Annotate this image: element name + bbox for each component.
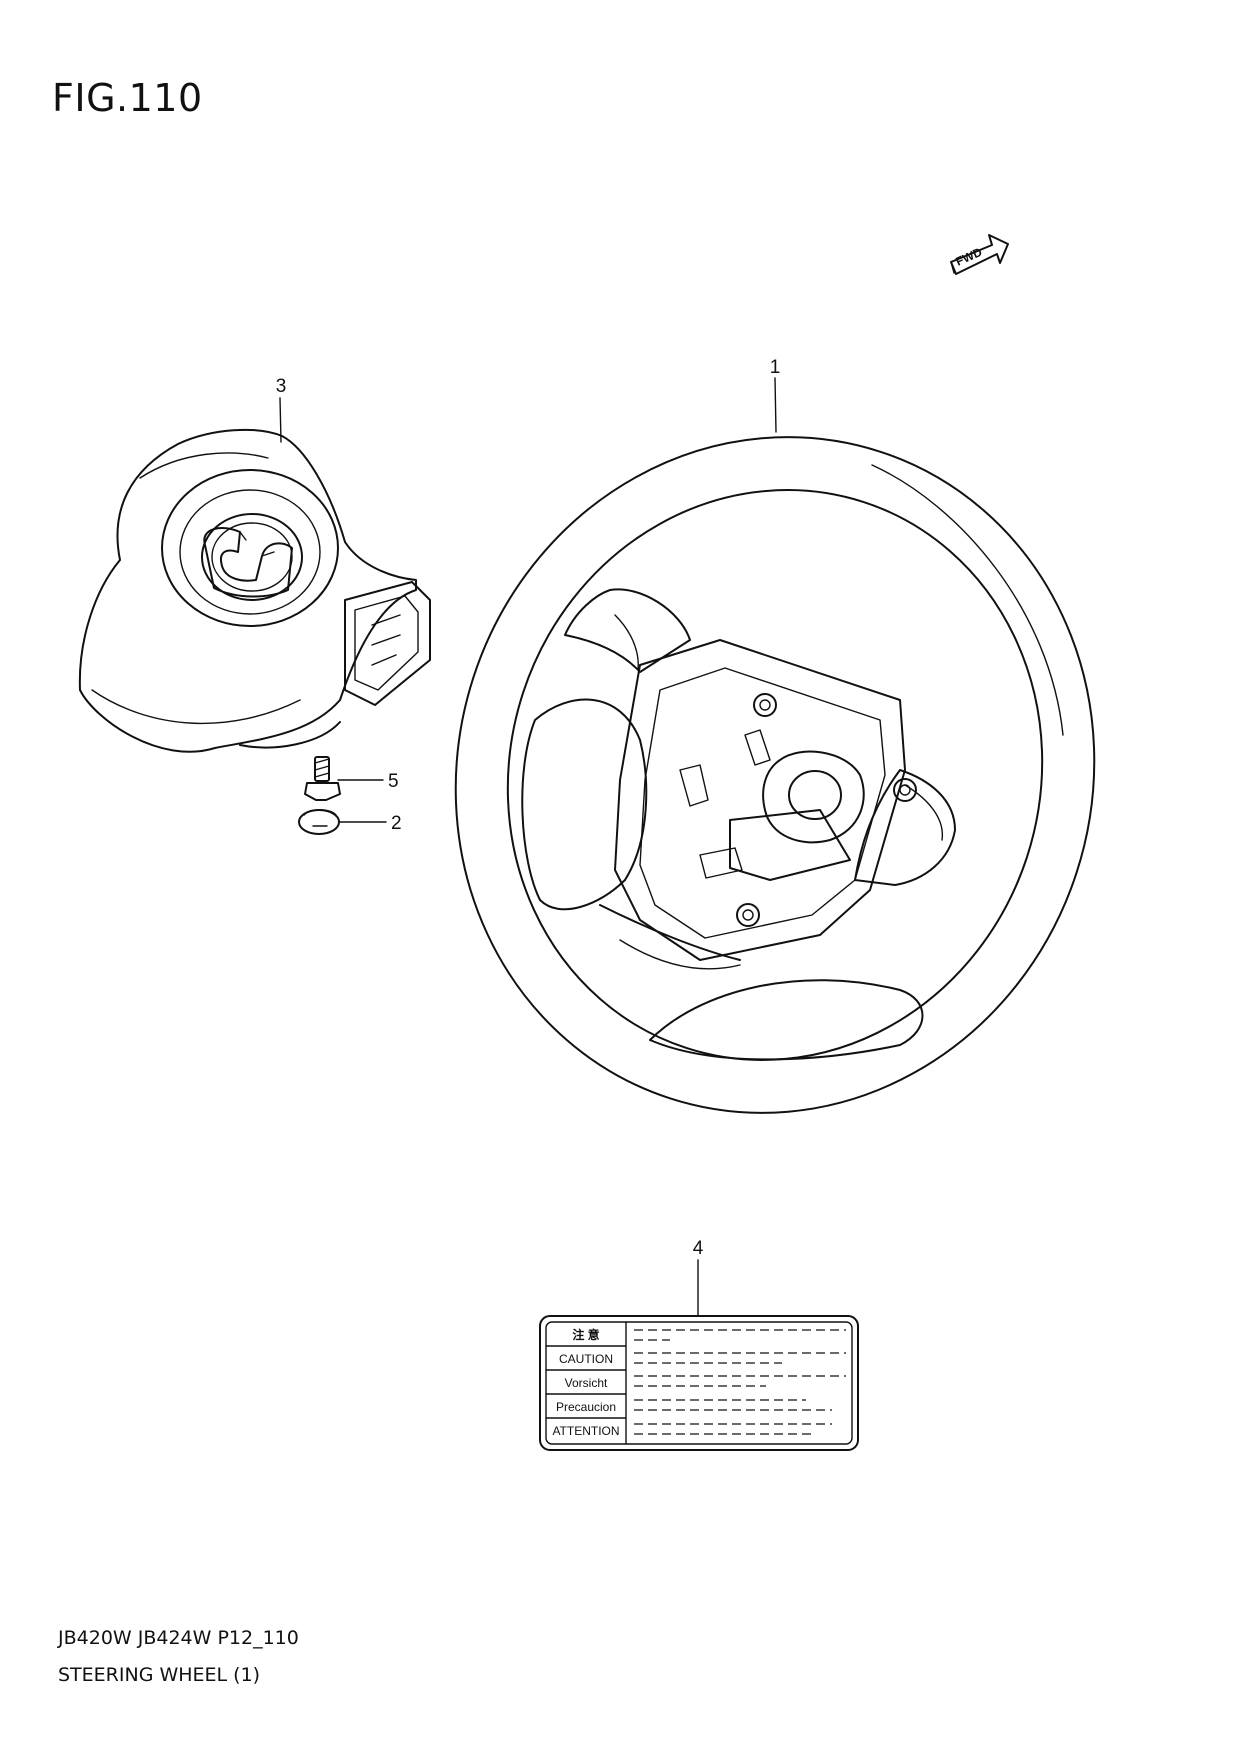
fwd-arrow-text: FWD [954,245,985,269]
part-airbag-pad [78,428,431,753]
label-text-placeholder [634,1329,846,1435]
callout-5: 5 [388,771,399,792]
figure-title: FIG.110 [52,76,203,120]
part-steering-wheel [454,436,1096,1114]
callout-3: 3 [276,376,287,397]
part-cap [298,809,340,835]
footer-section-name: STEERING WHEEL (1) [58,1664,261,1686]
label-row-vorsicht: Vorsicht [565,1376,608,1390]
label-row-precaucion: Precaucion [556,1400,616,1414]
part-caution-label: 注 意 CAUTION Vorsicht Precaucion ATTENTIO… [539,1315,859,1451]
part-bolt [304,756,341,801]
footer-model-code: JB420W JB424W P12_110 [58,1627,299,1649]
leader-1 [774,377,777,433]
callout-4: 4 [693,1238,704,1259]
label-row-attention: ATTENTION [552,1424,619,1438]
label-row-jp: 注 意 [572,1327,599,1342]
callout-1: 1 [770,357,781,378]
fwd-arrow-icon: FWD [950,234,1009,275]
leader-3 [279,397,282,443]
label-row-caution: CAUTION [559,1352,613,1366]
callout-2: 2 [391,813,402,834]
